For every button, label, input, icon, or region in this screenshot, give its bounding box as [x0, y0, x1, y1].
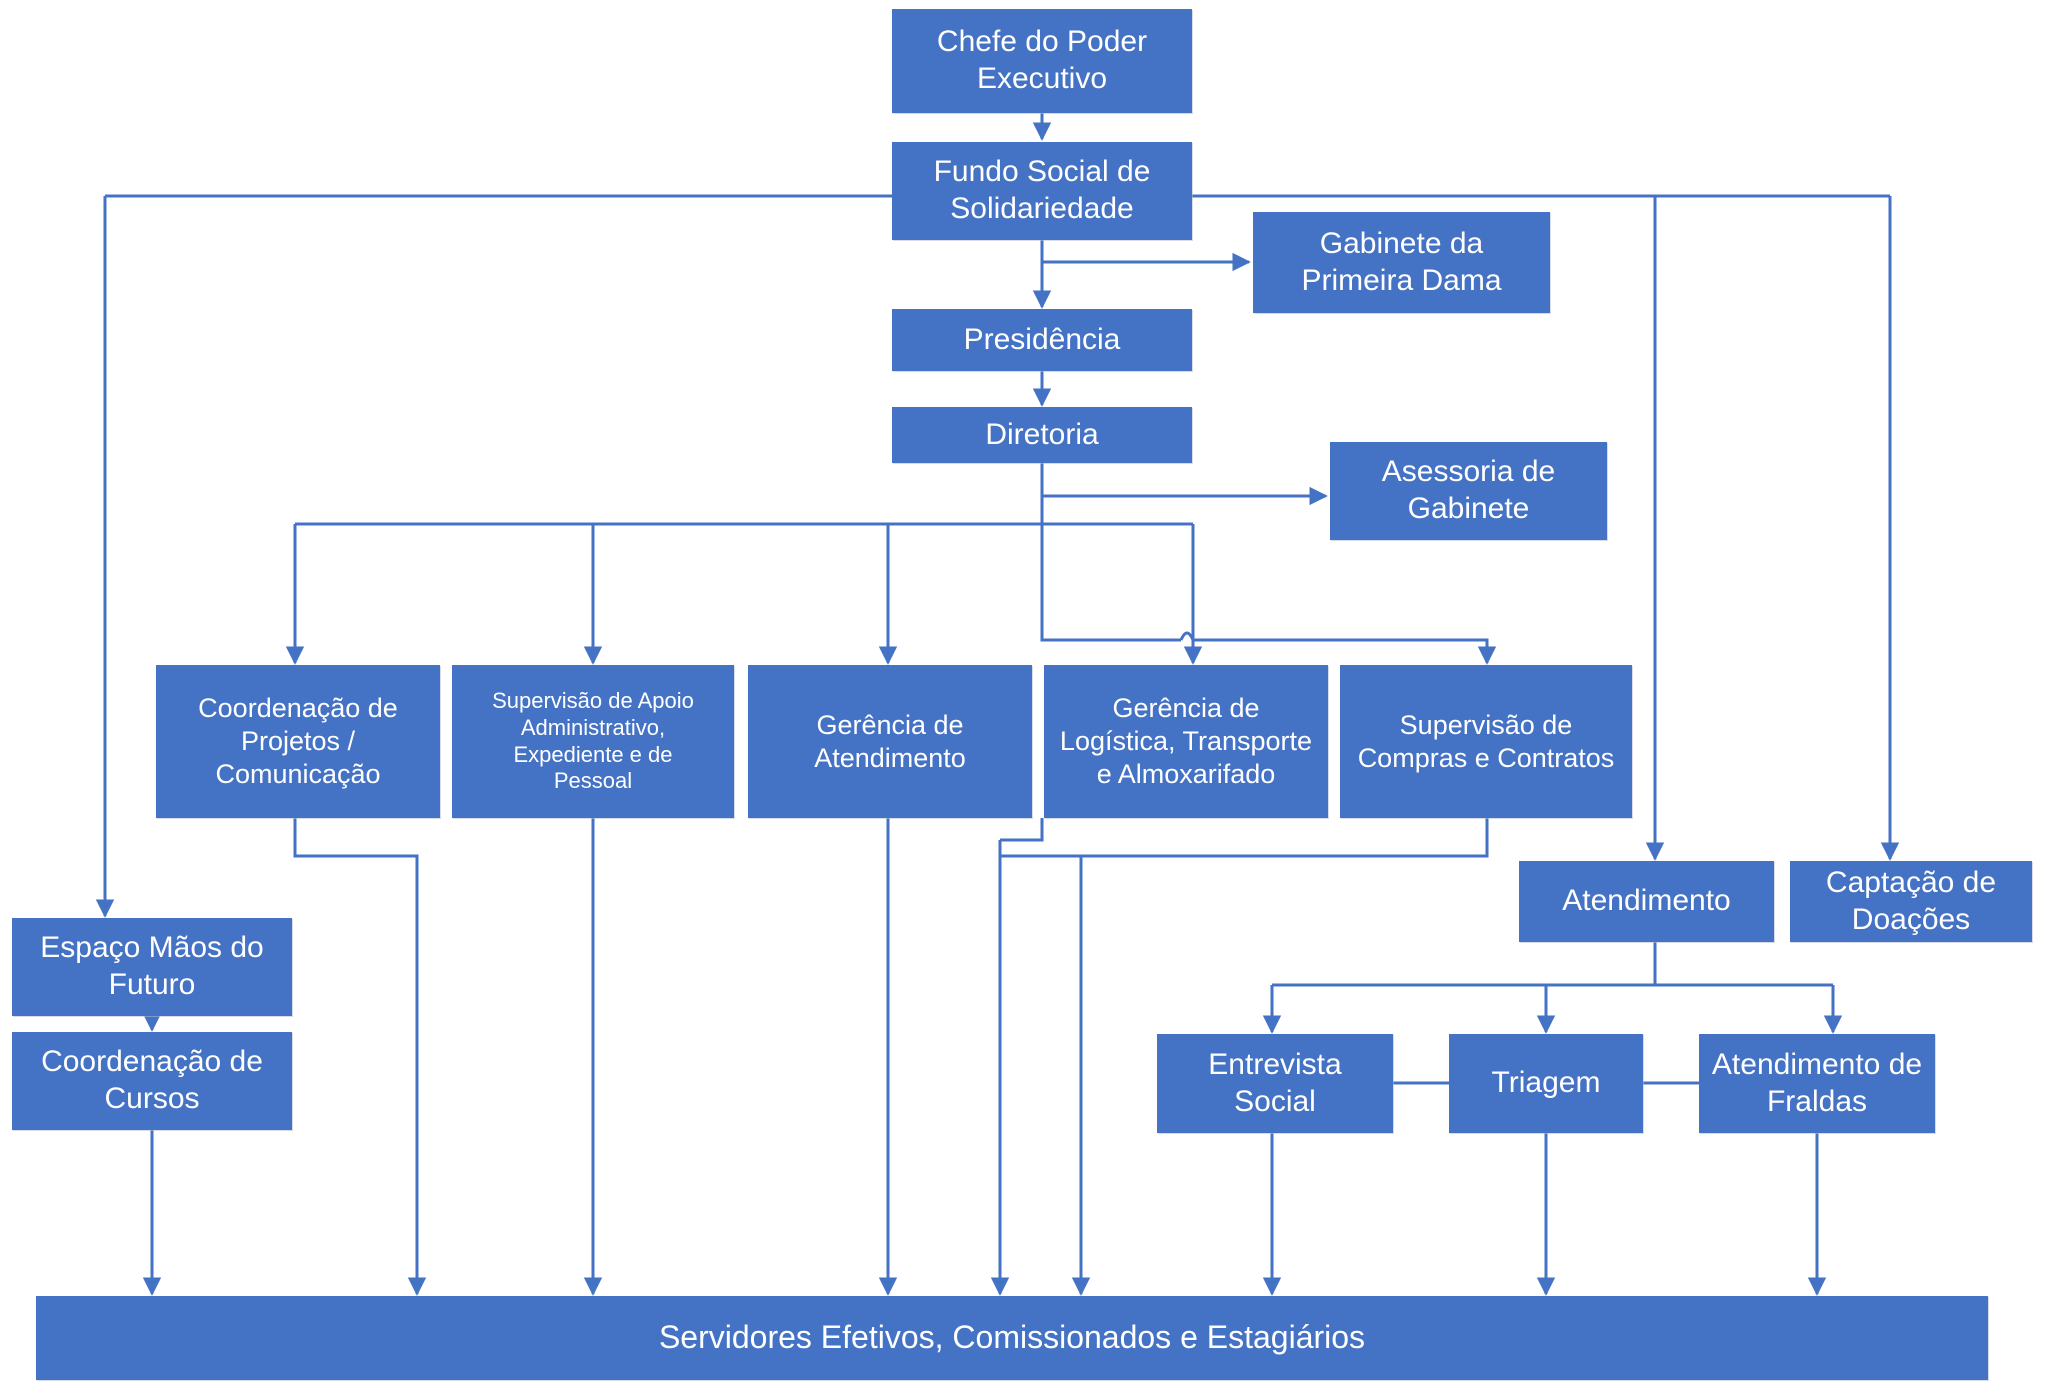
- node-label: Servidores Efetivos, Comissionados e Est…: [658, 1319, 1366, 1356]
- edge-diretoria-to-assessoria: [1040, 463, 1328, 506]
- node-atendimento-de-fraldas[interactable]: Atendimento de Fraldas: [1699, 1034, 1935, 1133]
- node-espaco-maos-do-futuro[interactable]: Espaço Mãos do Futuro: [12, 918, 292, 1016]
- node-label: Supervisão de Compras e Contratos: [1357, 709, 1615, 773]
- node-label: Asessoria de Gabinete: [1381, 455, 1556, 525]
- node-triagem[interactable]: Triagem: [1449, 1034, 1643, 1133]
- node-servidores-efetivos-comissionados-estagiarios[interactable]: Servidores Efetivos, Comissionados e Est…: [36, 1296, 1988, 1380]
- node-atendimento[interactable]: Atendimento: [1519, 861, 1774, 942]
- node-label: Supervisão de Apoio Administrativo, Expe…: [492, 687, 694, 794]
- node-label: Triagem: [1491, 1066, 1601, 1100]
- node-assessoria-de-gabinete[interactable]: Asessoria de Gabinete: [1330, 442, 1607, 540]
- node-gerencia-de-logistica-transporte-almoxarifado[interactable]: Gerência de Logística, Transporte e Almo…: [1044, 665, 1328, 818]
- edge-diretoria-to-gerencia-logistica: [1040, 524, 1181, 642]
- edge-diretoria-to-supervisao-compras: [1193, 638, 1497, 665]
- node-captacao-de-doacoes[interactable]: Captação de Doações: [1790, 861, 2032, 942]
- node-supervisao-de-compras-e-contratos[interactable]: Supervisão de Compras e Contratos: [1340, 665, 1632, 818]
- node-fundo-social-de-solidariedade[interactable]: Fundo Social de Solidariedade: [892, 142, 1192, 240]
- node-presidencia[interactable]: Presidência: [892, 309, 1192, 371]
- node-gerencia-de-atendimento[interactable]: Gerência de Atendimento: [748, 665, 1032, 818]
- node-label: Diretoria: [985, 417, 1099, 451]
- node-label: Presidência: [963, 322, 1121, 356]
- node-label: Espaço Mãos do Futuro: [40, 931, 264, 1001]
- node-label: Gerência de Atendimento: [814, 709, 966, 773]
- edge-logistica-bus: [1000, 818, 1044, 842]
- node-label: Entrevista Social: [1208, 1047, 1342, 1118]
- edge-fundo-to-gabinete: [1040, 240, 1251, 272]
- node-label: Gabinete da Primeira Dama: [1301, 226, 1502, 297]
- node-label: Chefe do Poder Executivo: [936, 25, 1148, 95]
- node-label: Coordenação de Cursos: [41, 1045, 263, 1115]
- node-label: Atendimento: [1562, 884, 1731, 918]
- node-gabinete-da-primeira-dama[interactable]: Gabinete da Primeira Dama: [1253, 212, 1550, 313]
- node-label: Fundo Social de Solidariedade: [933, 155, 1151, 225]
- node-label: Captação de Doações: [1825, 865, 1997, 936]
- node-chefe-do-poder-executivo[interactable]: Chefe do Poder Executivo: [892, 9, 1192, 113]
- node-label: Coordenação de Projetos / Comunicação: [198, 693, 398, 789]
- edge-compras-bus: [1000, 818, 1489, 858]
- node-coordenacao-de-projetos-comunicacao[interactable]: Coordenação de Projetos / Comunicação: [156, 665, 440, 818]
- node-supervisao-de-apoio-administrativo[interactable]: Supervisão de Apoio Administrativo, Expe…: [452, 665, 734, 818]
- node-label: Gerência de Logística, Transporte e Almo…: [1059, 693, 1313, 789]
- node-diretoria[interactable]: Diretoria: [892, 407, 1192, 463]
- edge-coordenacao-to-servidores: [293, 818, 427, 1296]
- edge-hop-logistica: [1179, 631, 1195, 641]
- node-entrevista-social[interactable]: Entrevista Social: [1157, 1034, 1393, 1133]
- node-label: Atendimento de Fraldas: [1711, 1047, 1923, 1118]
- node-coordenacao-de-cursos[interactable]: Coordenação de Cursos: [12, 1032, 292, 1130]
